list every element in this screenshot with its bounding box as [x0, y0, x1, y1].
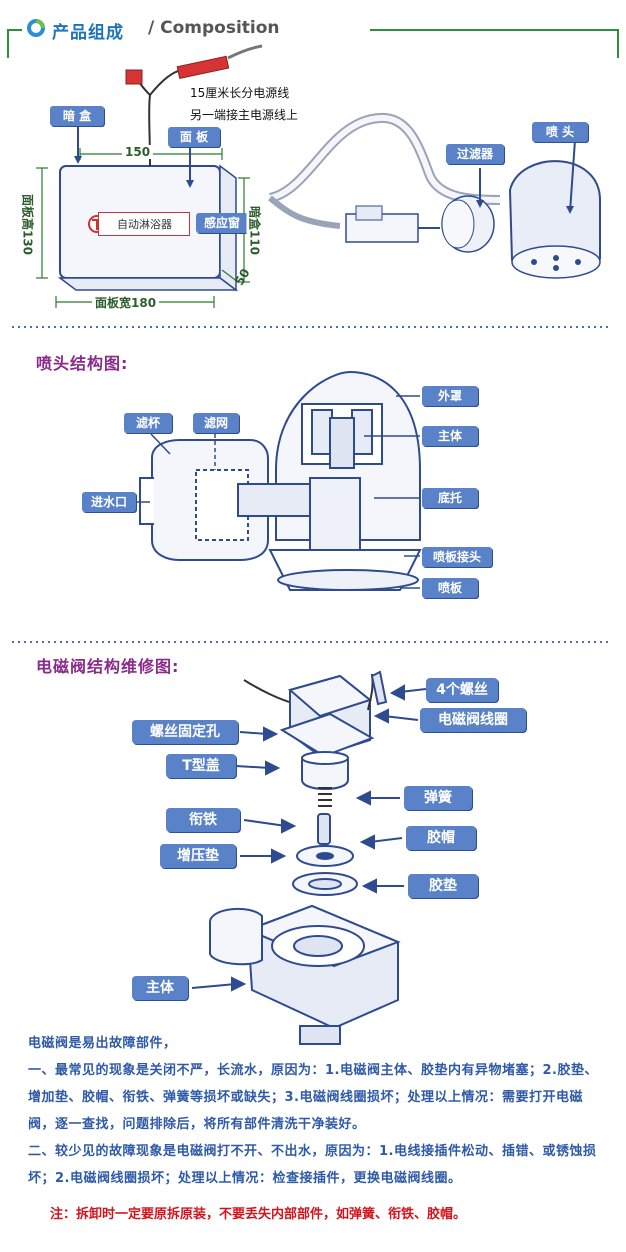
header-subtitle: / Composition	[148, 18, 280, 38]
nozzle-drawing	[268, 113, 601, 279]
valve-arrows	[191, 684, 427, 992]
label-gasket: 胶垫	[408, 874, 478, 898]
cable-note-1: 15厘米长分电源线	[190, 86, 290, 100]
label-t-cap: T型盖	[166, 754, 236, 778]
header-frame	[7, 29, 619, 58]
nozzle-structure-drawing	[139, 370, 422, 591]
header-title: 产品组成	[52, 23, 124, 43]
label-cover: 外罩	[422, 386, 478, 406]
label-base: 底托	[422, 488, 478, 508]
label-dark-box: 暗 盒	[50, 106, 104, 126]
label-filter-cup: 滤杯	[124, 413, 172, 433]
label-booster-pad: 增压垫	[160, 844, 236, 868]
label-plate: 喷板	[422, 578, 478, 598]
fault-paragraph-1: 一、最常见的现象是关闭不严，长流水，原因为：1.电磁阀主体、胶垫内有异物堵塞；2…	[28, 1063, 598, 1132]
valve-drawing	[209, 670, 401, 1045]
label-screws: 4个螺丝	[426, 678, 498, 702]
valve-section-title: 电磁阀结构维修图:	[36, 657, 180, 676]
warning-note: 注：拆卸时一定要原拆原装，不要丢失内部部件，如弹簧、衔铁、胶帽。	[50, 1207, 467, 1222]
label-coil: 电磁阀线圈	[420, 708, 526, 732]
dim-box-height: 暗盒110	[246, 195, 264, 266]
label-armature: 衔铁	[166, 808, 240, 832]
circle-logo-icon	[27, 19, 45, 37]
label-rubber-cap: 胶帽	[406, 826, 476, 850]
label-screw-hole: 螺丝固定孔	[132, 720, 238, 744]
label-main-body: 主体	[422, 426, 478, 446]
label-panel: 面 板	[168, 127, 220, 147]
fault-paragraph-2: 二、较少见的故障现象是电磁阀打不开、不出水，原因为：1.电线接插件松动、插错、或…	[28, 1144, 597, 1186]
dim-panel-width: 面板宽180	[92, 294, 160, 311]
fault-intro: 电磁阀是易出故障部件，	[28, 1036, 177, 1051]
label-filter: 过滤器	[446, 144, 504, 164]
dim-panel-height: 面板高130	[19, 184, 37, 265]
label-valve-main-body: 主体	[132, 976, 188, 1000]
nozzle-section-title: 喷头结构图:	[36, 354, 129, 373]
panel-logo-text: 自动淋浴器	[98, 212, 190, 236]
label-plate-joint: 喷板接头	[422, 547, 492, 567]
dim-width-top: 150	[122, 145, 154, 159]
label-sensor-window: 感应窗	[196, 213, 248, 233]
cable-note-2: 另一端接主电源线上	[190, 108, 299, 122]
label-inlet: 进水口	[82, 492, 136, 512]
label-nozzle: 喷 头	[532, 122, 588, 142]
label-spring: 弹簧	[404, 786, 472, 810]
label-filter-mesh: 滤网	[193, 413, 239, 433]
